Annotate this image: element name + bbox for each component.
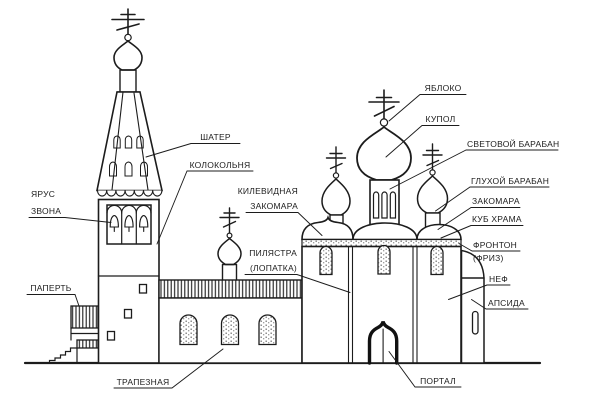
porch [48, 305, 99, 364]
apple [379, 118, 389, 127]
label-kilevidnaya-zakomara-line2: ЗАКОМАРА [250, 200, 298, 211]
bell-tower-dome [113, 39, 143, 71]
label-yabloko: ЯБЛОКО [424, 83, 462, 93]
zakomaras [301, 214, 462, 241]
label-zakomara: ЗАКОМАРА [472, 196, 520, 206]
label-nef: НЕФ [489, 273, 509, 284]
cube-windows [319, 244, 444, 276]
label-yarus-zvona-line1: ЯРУС [31, 188, 56, 199]
leader-lines [26, 94, 559, 389]
label-pilyastra-line2: (ЛОПАТКА) [249, 262, 297, 273]
drum-windows [372, 191, 397, 219]
tower-windows [106, 283, 148, 341]
apse-window [471, 310, 479, 335]
label-kub-khrama: КУБ ХРАМА [472, 214, 522, 224]
label-glukhoy-baraban: ГЛУХОЙ БАРАБАН [471, 175, 550, 186]
middle-dome [217, 207, 242, 281]
label-trapeznaya: ТРАПЕЗНАЯ [116, 376, 170, 387]
label-kolokolnya: КОЛОКОЛЬНЯ [189, 159, 251, 170]
label-fronton-line1: ФРОНТОН [473, 239, 518, 250]
label-kupol: КУПОЛ [425, 113, 456, 124]
refectory-windows [179, 314, 277, 346]
label-pilyastra-line1: ПИЛЯСТРА [249, 248, 297, 258]
refectory [158, 279, 303, 364]
label-apsida: АПСИДА [488, 297, 525, 308]
bells [109, 215, 149, 233]
label-portal: ПОРТАЛ [420, 375, 456, 386]
main-church [301, 89, 485, 365]
label-fronton-line2: (ФРИЗ) [473, 252, 504, 263]
label-papert: ПАПЕРТЬ [30, 282, 72, 293]
tent-roof [96, 91, 163, 197]
label-yarus-zvona-line2: ЗВОНА [31, 205, 62, 216]
label-shater: ШАТЕР [200, 131, 231, 142]
label-kilevidnaya-zakomara-line1: КИЛЕВИДНАЯ [237, 185, 298, 196]
bell-tower [96, 8, 163, 364]
bell-tower-cross [111, 8, 145, 35]
label-svetovoy-baraban: СВЕТОВОЙ БАРАБАН [467, 138, 560, 149]
porch-steps [48, 347, 78, 364]
apse [460, 249, 485, 364]
keel-zakomara [301, 214, 354, 241]
bell-tier [106, 204, 152, 245]
central-dome [356, 89, 412, 236]
portal-door [367, 321, 399, 365]
bell-tower-apple [124, 33, 132, 42]
pilasters [347, 245, 418, 364]
